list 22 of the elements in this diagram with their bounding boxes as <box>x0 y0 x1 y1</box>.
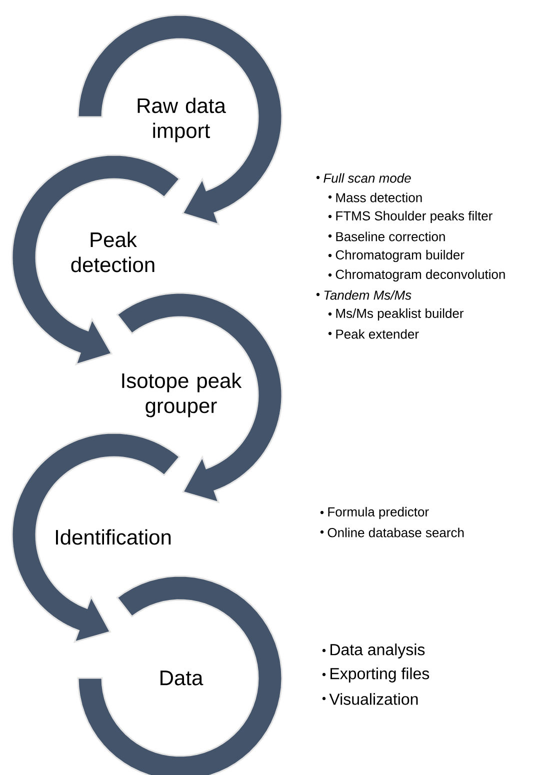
step-label: Identification <box>56 529 171 545</box>
step-label: Peak detection <box>71 232 154 272</box>
bullet-item: Mass detection <box>328 192 422 202</box>
bullet-item: Full scan mode <box>316 173 411 183</box>
bullet-item: Chromatogram deconvolution <box>328 269 505 282</box>
bullet-item: Visualization <box>322 693 418 705</box>
bullet-item: FTMS Shoulder peaks filter <box>328 210 492 224</box>
bullet-item: Data analysis <box>322 644 425 658</box>
curved-arrow <box>116 292 283 504</box>
bullet-item: Ms/Ms peaklist builder <box>328 308 464 321</box>
ring <box>77 575 283 775</box>
bullet-item: Exporting files <box>322 668 430 682</box>
bullet-item: Formula predictor <box>320 506 429 520</box>
bullet-item: Online database search <box>320 528 464 538</box>
curved-arrow <box>77 14 283 226</box>
step-label: Isotope peak grouper <box>122 372 242 418</box>
step-label: Data <box>160 670 204 686</box>
bullet-item: Chromatogram builder <box>328 250 464 262</box>
bullet-item: Tandem Ms/Ms <box>316 290 412 300</box>
bullet-item: Baseline correction <box>328 232 445 242</box>
bullet-item: Peak extender <box>328 329 419 339</box>
step-label: Raw data import <box>138 98 226 142</box>
